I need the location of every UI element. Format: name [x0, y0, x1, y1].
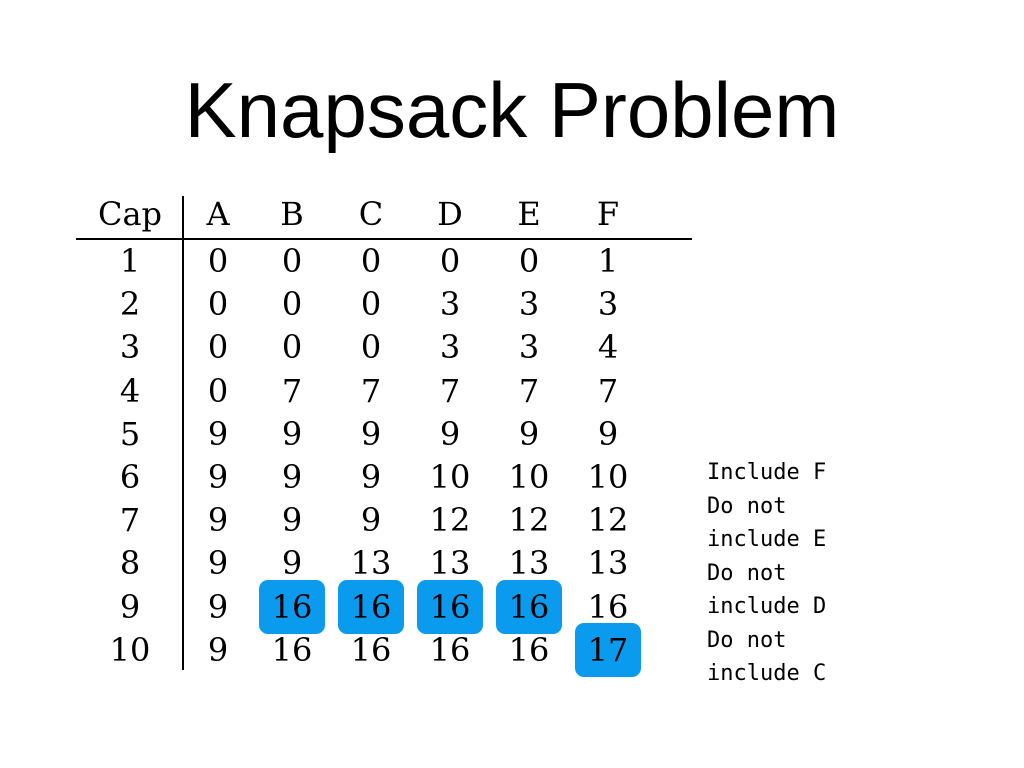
table-cell: 3 — [518, 328, 540, 367]
cap-cell: 2 — [119, 285, 141, 324]
table-cell: 16 — [587, 587, 629, 626]
table-cell: 9 — [281, 414, 303, 453]
table-cell: 0 — [281, 242, 303, 280]
header-rule — [76, 238, 692, 240]
column-header-c: C — [358, 195, 384, 233]
cap-cell: 8 — [119, 544, 141, 583]
table-cell: 0 — [281, 285, 303, 324]
note-line: Do not — [707, 493, 787, 519]
table-cell: 9 — [360, 501, 382, 540]
table-cell: 10 — [587, 458, 629, 496]
table-cell: 12 — [587, 501, 629, 540]
table-cell: 9 — [207, 414, 229, 453]
cap-cell: 6 — [119, 458, 141, 496]
table-cell: 7 — [518, 371, 540, 410]
table-cell: 3 — [439, 328, 461, 367]
cap-cell: 9 — [119, 587, 141, 626]
cap-cell: 5 — [119, 414, 141, 453]
cap-cell: 7 — [119, 501, 141, 540]
table-cell: 3 — [597, 285, 619, 324]
table-cell: 0 — [439, 242, 461, 280]
column-header-cap: Cap — [97, 195, 163, 233]
table-cell: 7 — [439, 371, 461, 410]
table-cell: 0 — [207, 371, 229, 410]
backtrack-notes: Include F Do not include E Do not include D D… — [707, 456, 1007, 691]
table-cell: 3 — [439, 285, 461, 324]
table-cell: 9 — [281, 501, 303, 540]
cap-cell: 3 — [119, 328, 141, 367]
table-cell: 12 — [508, 501, 550, 540]
table-cell: 0 — [207, 328, 229, 367]
table-cell: 0 — [360, 285, 382, 324]
table-cell: 13 — [508, 544, 550, 583]
slide-title: Knapsack Problem — [184, 66, 840, 154]
table-cell: 16 — [508, 630, 550, 669]
note-line: Do not — [707, 627, 787, 653]
column-header-d: D — [437, 195, 463, 233]
table-cell: 9 — [439, 414, 461, 453]
table-cell: 7 — [360, 371, 382, 410]
column-header-b: B — [280, 195, 304, 233]
table-cell: 9 — [207, 544, 229, 583]
table-cell: 16 — [429, 587, 471, 626]
table-cell: 0 — [518, 242, 540, 280]
table-cell: 0 — [360, 242, 382, 280]
column-header-e: E — [517, 195, 541, 233]
table-cell: 0 — [360, 328, 382, 367]
cap-cell: 4 — [119, 371, 141, 410]
table-cell: 0 — [207, 285, 229, 324]
table-cell: 9 — [360, 458, 382, 496]
column-header-a: A — [206, 195, 230, 233]
table-cell: 9 — [207, 587, 229, 626]
note-line: include C — [707, 661, 827, 686]
highlight-cell — [575, 622, 641, 677]
table-cell: 16 — [271, 587, 313, 626]
table-cell: 16 — [508, 587, 550, 626]
table-cell: 9 — [207, 630, 229, 669]
note-line: Include F — [707, 460, 827, 485]
table-cell: 16 — [429, 630, 471, 669]
highlight-cell — [259, 579, 325, 634]
table-cell: 9 — [281, 458, 303, 496]
table-cell: 7 — [597, 371, 619, 410]
highlight-cell — [338, 579, 404, 634]
table-cell: 16 — [271, 630, 313, 669]
cap-cell: 10 — [109, 630, 151, 669]
table-cell: 13 — [587, 544, 629, 583]
table-cell: 9 — [281, 544, 303, 583]
table-cell: 1 — [597, 242, 619, 280]
table-cell: 9 — [207, 501, 229, 540]
highlight-cell — [496, 579, 562, 634]
column-header-f: F — [596, 195, 620, 233]
table-cell: 9 — [360, 414, 382, 453]
table-cell: 9 — [518, 414, 540, 453]
table-cell: 4 — [597, 328, 619, 367]
table-cell: 0 — [281, 328, 303, 367]
table-cell: 9 — [597, 414, 619, 453]
table-cell: 13 — [429, 544, 471, 583]
note-line: include E — [707, 527, 827, 552]
table-cell: 12 — [429, 501, 471, 540]
table-cell: 13 — [350, 544, 392, 583]
note-line: Do not — [707, 560, 787, 586]
table-cell: 16 — [350, 587, 392, 626]
table-cell: 0 — [207, 242, 229, 280]
table-cell: 7 — [281, 371, 303, 410]
cap-column-rule — [182, 196, 184, 670]
table-cell: 3 — [518, 285, 540, 324]
highlight-cell — [417, 579, 483, 634]
table-cell: 9 — [207, 458, 229, 496]
cap-cell: 1 — [119, 242, 141, 280]
table-cell: 17 — [587, 630, 629, 669]
note-line: include D — [707, 594, 827, 619]
table-cell: 10 — [429, 458, 471, 496]
table-cell: 16 — [350, 630, 392, 669]
table-cell: 10 — [508, 458, 550, 496]
